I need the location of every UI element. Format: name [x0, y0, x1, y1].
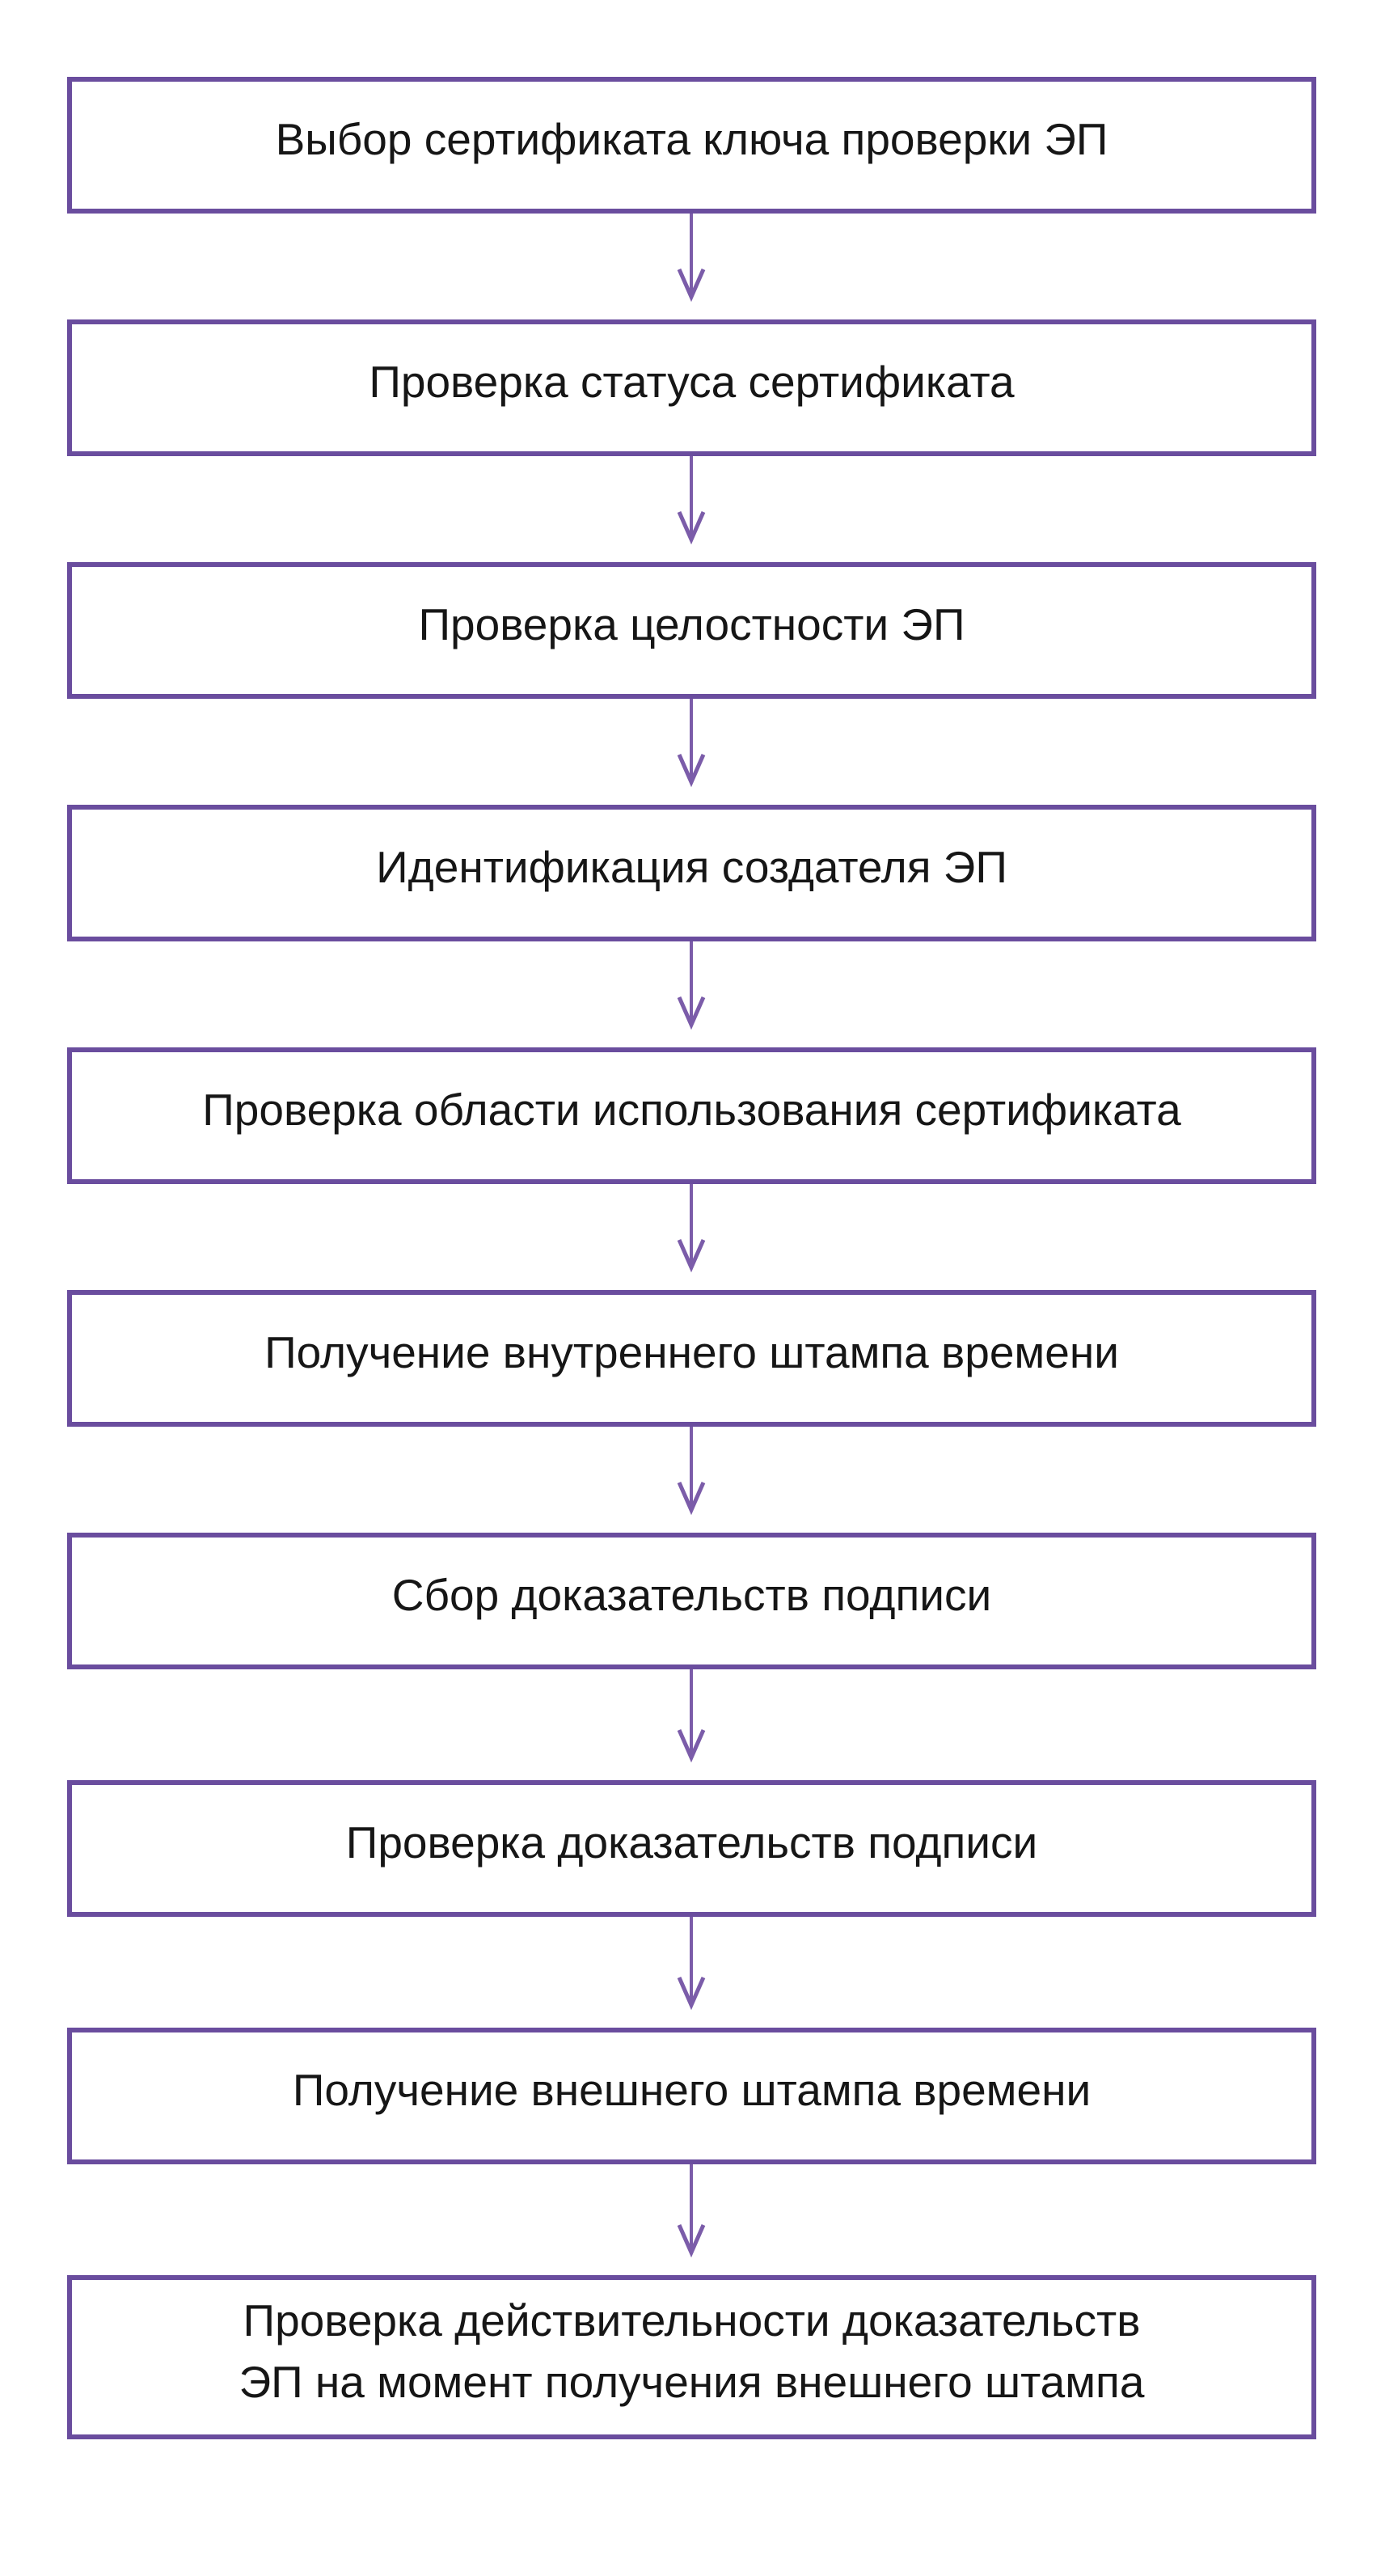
- flow-step-2: Проверка статуса сертификата: [67, 319, 1316, 456]
- flow-step-label: Идентификация создателя ЭП: [376, 841, 1007, 892]
- flow-step-1: Выбор сертификата ключа проверки ЭП: [67, 77, 1316, 214]
- flow-step-label: Получение внешнего штампа времени: [292, 2064, 1092, 2115]
- flow-step-5: Проверка области использования сертифика…: [67, 1047, 1316, 1184]
- flow-step-8: Проверка доказательств подписи: [67, 1780, 1316, 1917]
- down-arrow-icon: [677, 456, 706, 545]
- flow-step-label: Выбор сертификата ключа проверки ЭП: [275, 113, 1108, 164]
- flow-step-label: Проверка целостности ЭП: [418, 599, 965, 649]
- flow-step-label: Проверка доказательств подписи: [345, 1817, 1038, 1867]
- flow-step-label: Сбор доказательств подписи: [391, 1569, 992, 1620]
- flow-step-10: Проверка действительности доказательств …: [67, 2275, 1316, 2439]
- down-arrow-icon: [677, 699, 706, 788]
- down-arrow-icon: [677, 1917, 706, 2011]
- flow-step-label: Проверка действительности доказательств …: [239, 2295, 1145, 2407]
- down-arrow-icon: [677, 941, 706, 1030]
- flow-step-label: Получение внутреннего штампа времени: [264, 1326, 1119, 1377]
- down-arrow-icon: [677, 2164, 706, 2258]
- down-arrow-icon: [677, 214, 706, 302]
- down-arrow-icon: [677, 1184, 706, 1273]
- flow-step-9: Получение внешнего штампа времени: [67, 2028, 1316, 2164]
- down-arrow-icon: [677, 1427, 706, 1516]
- down-arrow-icon: [677, 1669, 706, 1763]
- flow-step-7: Сбор доказательств подписи: [67, 1533, 1316, 1669]
- flow-step-4: Идентификация создателя ЭП: [67, 805, 1316, 941]
- flow-step-label: Проверка области использования сертифика…: [202, 1084, 1181, 1135]
- flow-step-6: Получение внутреннего штампа времени: [67, 1290, 1316, 1427]
- flow-step-label: Проверка статуса сертификата: [369, 356, 1015, 407]
- flow-step-3: Проверка целостности ЭП: [67, 562, 1316, 699]
